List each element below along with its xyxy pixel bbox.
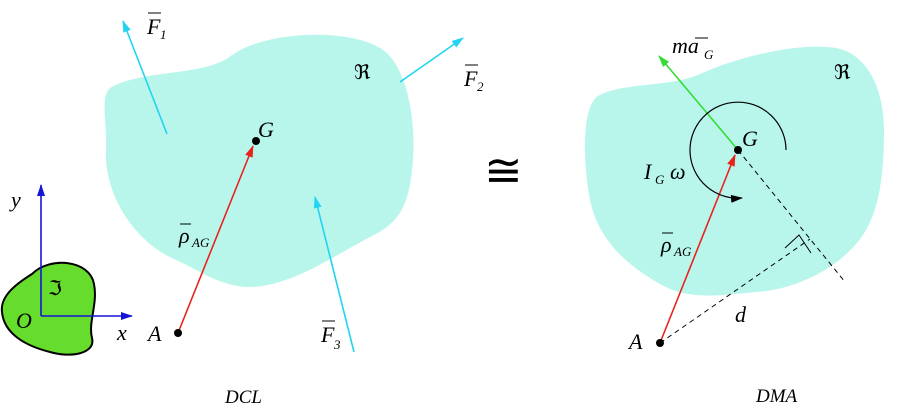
label-moment: I G ω [643, 159, 686, 187]
dma-point-a [656, 339, 664, 347]
dma-body-shape [584, 46, 884, 296]
svg-text:I: I [643, 159, 653, 184]
dma-panel: G A d ℜ ma G I G ω ρ AG DMA [584, 33, 884, 407]
svg-text:G: G [655, 172, 665, 187]
dcl-label-rho: ρ AG [178, 223, 210, 250]
moment-arc-arrow [689, 101, 787, 203]
svg-text:2: 2 [477, 79, 484, 94]
dma-a-label: A [627, 329, 643, 354]
right-angle-marker [784, 234, 812, 254]
force-f2-arrow [399, 37, 464, 83]
dma-distance-line [659, 238, 811, 344]
dma-body-symbol: ℜ [834, 60, 851, 84]
svg-text:G: G [704, 47, 714, 62]
dcl-panel: G A ℜ F 1 F 2 F 3 ρ AG DCL [104, 12, 484, 408]
dma-caption: DMA [755, 386, 798, 407]
svg-text:F: F [463, 66, 478, 91]
equivalence-symbol: ≅ [484, 143, 523, 197]
dcl-rho-arrow [177, 145, 254, 334]
label-ma: ma G [672, 33, 714, 62]
dcl-point-g [252, 137, 260, 145]
svg-text:F: F [146, 14, 161, 39]
dcl-point-a [174, 329, 182, 337]
dma-d-label: d [735, 302, 747, 327]
force-f3-arrow [313, 196, 355, 353]
x-axis-label: x [116, 320, 127, 345]
label-f1: F 1 [146, 12, 167, 42]
frame-body-shape [0, 261, 96, 356]
svg-text:ρ: ρ [660, 232, 672, 257]
svg-text:F: F [320, 322, 335, 347]
dcl-a-label: A [146, 321, 162, 346]
ma-vector-arrow [658, 55, 739, 151]
dma-point-g [734, 146, 742, 154]
frame-body-symbol: ℑ [48, 276, 62, 300]
dma-rho-arrow [659, 154, 736, 344]
dma-g-label: G [742, 126, 758, 151]
reference-frame: O x y ℑ [0, 184, 133, 356]
label-f2: F 2 [463, 64, 484, 94]
svg-text:ma: ma [672, 33, 699, 58]
svg-text:3: 3 [333, 337, 341, 352]
dcl-caption: DCL [224, 387, 262, 408]
dcl-body-symbol: ℜ [354, 60, 371, 84]
dma-label-rho: ρ AG [660, 232, 692, 259]
svg-text:AG: AG [191, 235, 210, 250]
dcl-g-label: G [258, 117, 274, 142]
y-axis-label: y [9, 187, 21, 212]
svg-text:ω: ω [670, 159, 686, 184]
force-f1-arrow [122, 20, 168, 135]
label-f3: F 3 [320, 320, 341, 352]
dma-dashed-line-of-action [737, 149, 846, 283]
origin-label: O [16, 308, 32, 333]
svg-text:ρ: ρ [178, 223, 190, 248]
svg-text:1: 1 [160, 27, 167, 42]
svg-text:AG: AG [673, 244, 692, 259]
